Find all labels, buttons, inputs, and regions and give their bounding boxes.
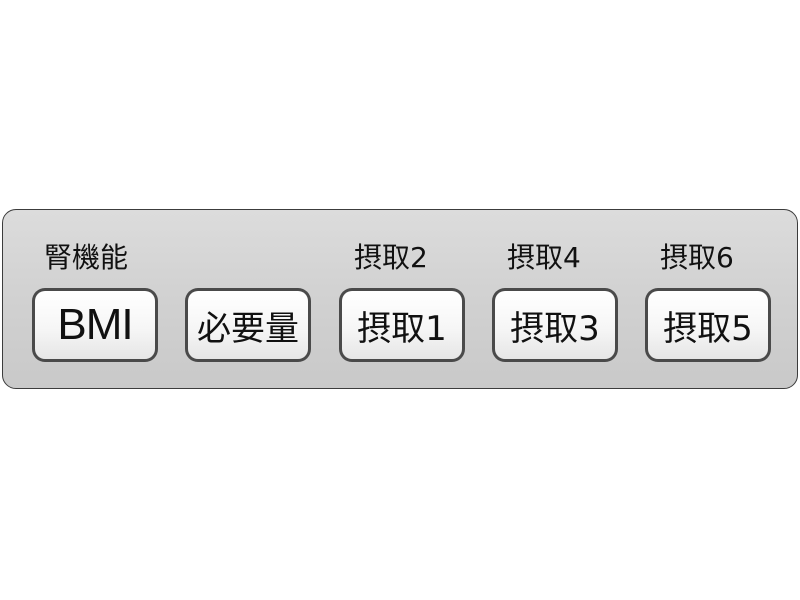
upper-label-intake-4: 摂取4 [507,241,581,274]
intake-5-button-label: 摂取5 [648,291,768,359]
upper-label-kidney-function: 腎機能 [44,241,129,274]
intake-1-button-label: 摂取1 [342,291,462,359]
intake-5-button[interactable]: 摂取5 [645,288,771,362]
upper-label-intake-6: 摂取6 [660,241,734,274]
requirement-button[interactable]: 必要量 [185,288,311,362]
upper-label-intake-2: 摂取2 [354,241,428,274]
intake-1-button[interactable]: 摂取1 [339,288,465,362]
requirement-button-label: 必要量 [188,291,308,359]
intake-3-button-label: 摂取3 [495,291,615,359]
bmi-button-label: BMI [35,291,155,359]
intake-3-button[interactable]: 摂取3 [492,288,618,362]
bmi-button[interactable]: BMI [32,288,158,362]
